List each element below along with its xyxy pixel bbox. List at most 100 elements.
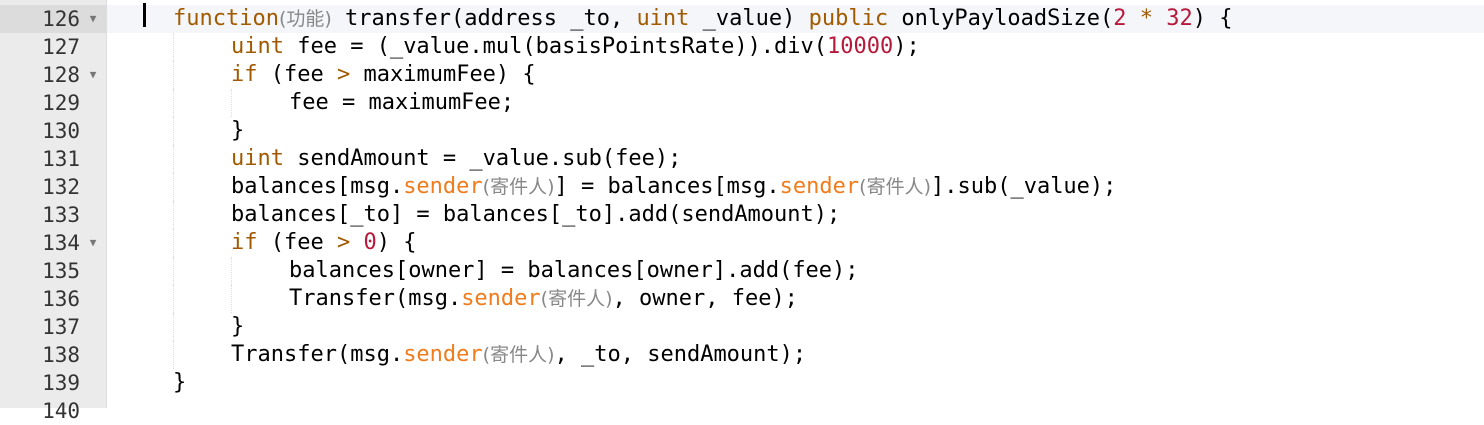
line-number: 130 (42, 119, 80, 143)
code-token-kw: public (808, 6, 889, 31)
indent-guide (173, 201, 174, 229)
code-token-annot: (寄件人) (482, 176, 555, 198)
code-token-num: 32 (1166, 6, 1193, 31)
code-line[interactable]: 130} (0, 117, 1484, 145)
code-text: fee = maximumFee; (289, 89, 514, 117)
code-token-plain (1127, 6, 1140, 31)
code-token-kw: function (173, 6, 279, 31)
code-text: } (231, 313, 244, 341)
code-line[interactable]: 136 Transfer(msg.sender(寄件人), owner, fee)… (0, 285, 1484, 313)
code-token-num: 10000 (827, 34, 894, 59)
code-token-plain: onlyPayloadSize( (888, 6, 1114, 31)
text-cursor (143, 3, 146, 27)
code-text: } (173, 369, 186, 397)
code-token-sender: sender (403, 174, 483, 199)
code-text: balances[owner] = balances[owner].add(fe… (289, 257, 859, 285)
code-token-plain: (fee (257, 230, 337, 255)
code-line[interactable]: 134 ▼ if (fee > 0) { (0, 229, 1484, 257)
code-line[interactable]: 128▼if (fee > maximumFee) { (0, 61, 1484, 89)
code-line[interactable]: 126 ▼ function(功能) transfer(address _to, u… (0, 5, 1484, 33)
code-text: uint fee = (_value.mul(basisPointsRate))… (231, 33, 920, 61)
chevron-down-icon[interactable]: ▼ (89, 68, 97, 81)
code-token-plain (1153, 6, 1166, 31)
code-token-sender: sender (461, 286, 541, 311)
code-token-plain: maximumFee) { (350, 62, 536, 87)
code-token-plain (350, 230, 363, 255)
indent-guide (231, 89, 232, 117)
code-text: if (fee > 0) { (231, 229, 416, 257)
indent-guide (173, 313, 174, 341)
line-number: 138 (42, 343, 80, 367)
code-token-plain: ); (893, 34, 920, 59)
code-text: balances[msg.sender(寄件人)] = balances[msg… (231, 173, 1116, 201)
code-token-kw: > (336, 230, 351, 255)
line-number: 133 (42, 203, 80, 227)
code-token-plain: _value) (689, 6, 809, 31)
code-token-plain: ) { (376, 230, 417, 255)
code-token-kw: if (231, 230, 258, 255)
line-number: 140 (42, 399, 80, 423)
line-number: 126 (42, 7, 80, 31)
indent-guide (173, 257, 174, 285)
code-area[interactable] (107, 0, 1484, 408)
active-line-gutter-highlight (0, 5, 106, 33)
line-number-gutter (0, 0, 107, 408)
code-text: function(功能) transfer(address _to, uint … (173, 5, 1233, 33)
code-token-plain: Transfer(msg. (289, 286, 462, 311)
code-line[interactable]: 129 fee = maximumFee; (0, 89, 1484, 117)
code-token-plain: ) { (1192, 6, 1233, 31)
line-number: 131 (42, 147, 80, 171)
indent-guide (231, 257, 232, 285)
line-number: 137 (42, 315, 80, 339)
code-token-plain: balances[owner] = balances[owner].add(fe… (289, 258, 859, 283)
code-line[interactable]: 140 (0, 397, 1484, 425)
code-line[interactable]: 127 uint fee = (_value.mul(basisPointsRat… (0, 33, 1484, 61)
code-line[interactable]: 131 uint sendAmount = _value.sub(fee); (0, 145, 1484, 173)
chevron-down-icon[interactable]: ▼ (89, 236, 97, 249)
indent-guide (173, 285, 174, 313)
code-token-kw: uint (231, 34, 284, 59)
code-token-annot: (功能) (278, 8, 332, 30)
indent-guide (173, 33, 174, 61)
code-token-annot: (寄件人) (482, 344, 555, 366)
indent-guide (231, 285, 232, 313)
code-line[interactable]: 133 balances[_to] = balances[_to].add(sen… (0, 201, 1484, 229)
indent-guide (173, 341, 174, 369)
code-line[interactable]: 139} (0, 369, 1484, 397)
code-token-annot: (寄件人) (859, 176, 931, 198)
indent-guide (173, 229, 174, 257)
code-token-num: 2 (1113, 6, 1127, 31)
code-token-plain: , owner, fee); (612, 286, 798, 311)
line-number: 136 (42, 287, 80, 311)
indent-guide (173, 145, 174, 173)
code-token-plain: } (231, 118, 245, 143)
code-token-annot: (寄件人) (540, 288, 613, 310)
code-text: } (231, 117, 244, 145)
line-number: 139 (42, 371, 80, 395)
active-line-highlight (107, 5, 1484, 33)
chevron-down-icon[interactable]: ▼ (89, 12, 97, 25)
code-line[interactable]: 137} (0, 313, 1484, 341)
indent-guide (173, 117, 174, 145)
code-token-kw: if (231, 62, 258, 87)
code-token-plain: (fee (257, 62, 337, 87)
code-text: balances[_to] = balances[_to].add(sendAm… (231, 201, 840, 229)
code-token-kw: uint (636, 6, 690, 31)
code-text: Transfer(msg.sender(寄件人), owner, fee); (289, 285, 798, 313)
code-token-plain: ] = balances[msg. (554, 174, 780, 199)
code-token-sender: sender (403, 342, 483, 367)
code-token-plain: } (173, 370, 187, 395)
code-text: uint sendAmount = _value.sub(fee); (231, 145, 681, 173)
code-token-kw: uint (231, 146, 284, 171)
code-token-plain: balances[msg. (231, 174, 404, 199)
line-number: 127 (42, 35, 80, 59)
line-number: 134 (42, 231, 80, 255)
code-token-plain: balances[_to] = balances[_to].add(sendAm… (231, 202, 841, 227)
code-token-sender: sender (779, 174, 860, 199)
code-token-kw: > (336, 62, 351, 87)
line-number: 129 (42, 91, 80, 115)
